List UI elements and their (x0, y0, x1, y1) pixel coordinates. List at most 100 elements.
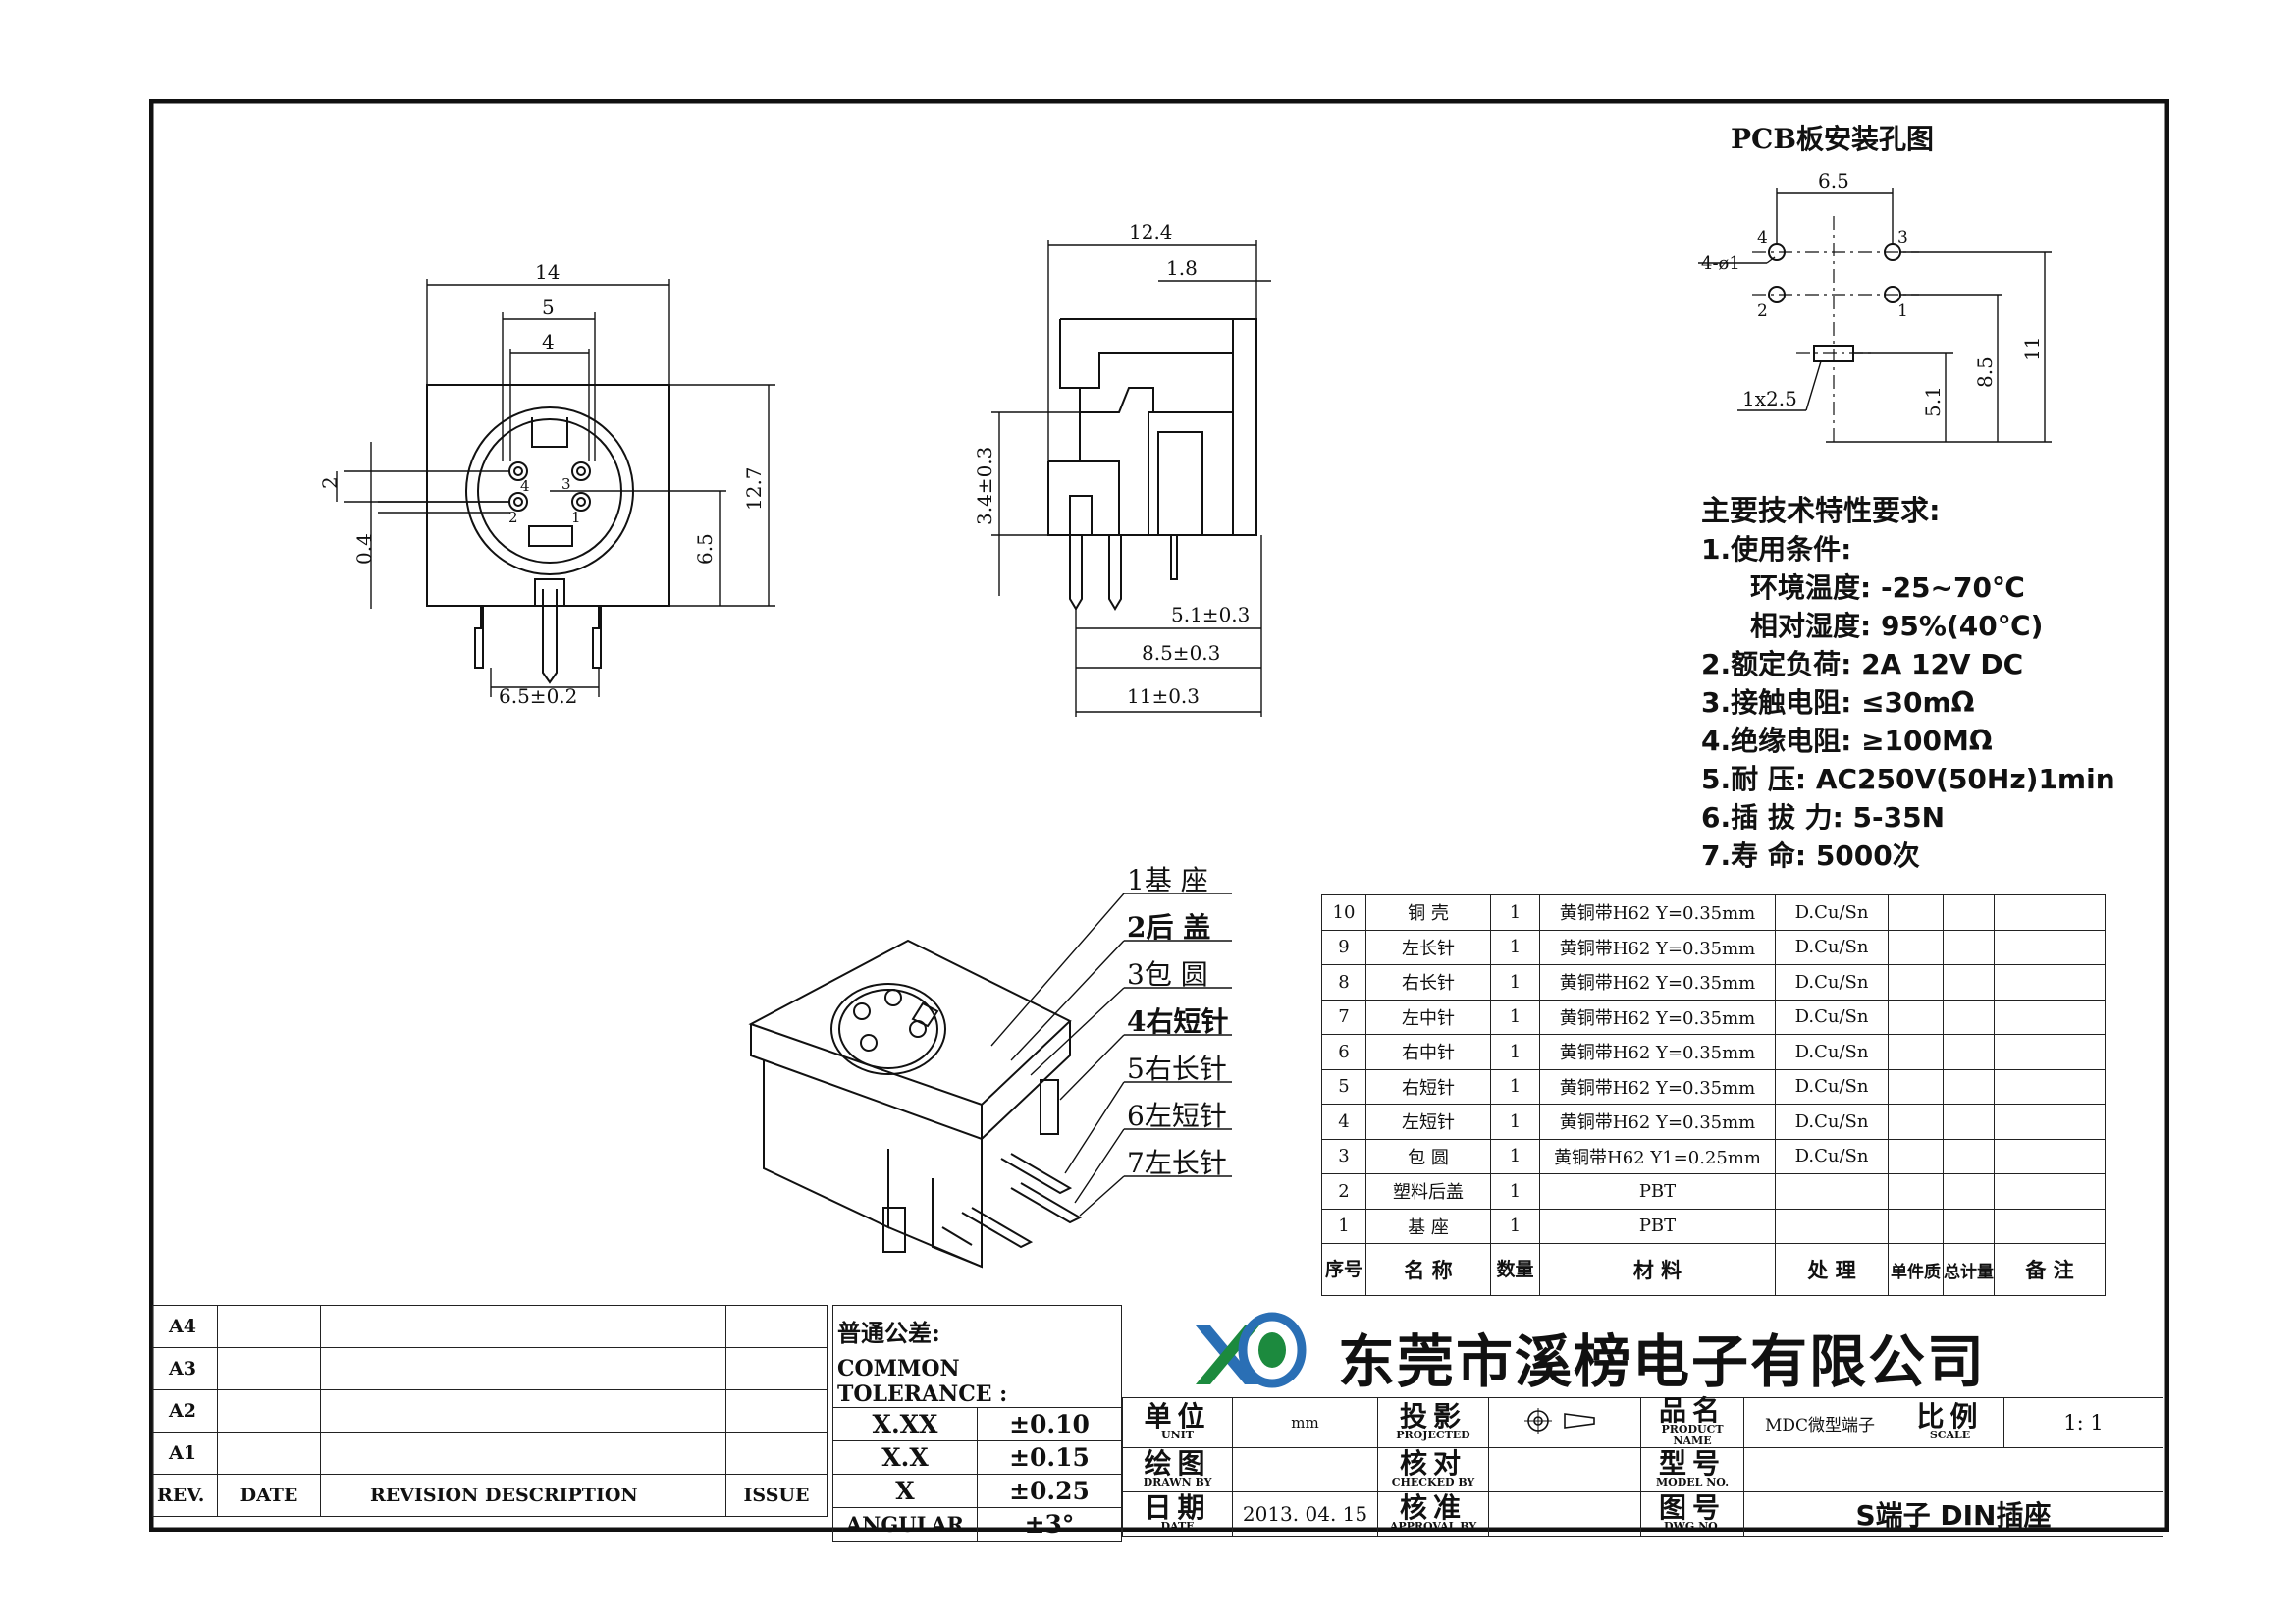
bom-total-weight (1943, 999, 1995, 1035)
bom-finish: D.Cu/Sn (1775, 964, 1889, 1001)
bom-remark (1994, 1208, 2106, 1244)
bom-unit-weight (1888, 999, 1944, 1035)
bom-unit-weight (1888, 1173, 1944, 1210)
dim-text: 14 (535, 260, 560, 284)
part-label: 1基 座 (1127, 864, 1208, 896)
date-header: DATE (217, 1474, 321, 1517)
dim-text: 11±0.3 (1127, 684, 1200, 708)
bom-header-remark: 备 注 (1994, 1243, 2106, 1296)
pcb-title: PCB板安装孔图 (1731, 123, 1935, 155)
bom-qty: 1 (1490, 1173, 1540, 1210)
dim-text: 6.5 (693, 533, 717, 565)
tolerance-value: ±0.25 (977, 1474, 1122, 1508)
product-name-label-en: PRODUCT NAME (1661, 1423, 1724, 1447)
front-view (336, 279, 775, 697)
pin-label: 2 (1757, 301, 1768, 321)
bom-header-qty: 数量 (1490, 1243, 1540, 1296)
part-label: 3包 圆 (1127, 958, 1208, 991)
bom-material: 黄铜带H62 Y=0.35mm (1539, 999, 1776, 1035)
bom-material: PBT (1539, 1208, 1776, 1244)
bom-material: 黄铜带H62 Y1=0.25mm (1539, 1138, 1776, 1174)
bom-header-no: 序号 (1321, 1243, 1366, 1296)
drawn-label-en: DRAWN BY (1143, 1476, 1212, 1488)
tolerance-label: ANGULAR (832, 1507, 978, 1542)
bom-unit-weight (1888, 1068, 1944, 1105)
bom-no: 10 (1321, 894, 1366, 931)
bom-total-weight (1943, 1068, 1995, 1105)
bom-total-weight (1943, 1034, 1995, 1070)
part-label: 6左短针 (1127, 1100, 1227, 1132)
spec-line: 7.寿 命: 5000次 (1701, 839, 1920, 872)
dim-text: 1x2.5 (1742, 387, 1797, 410)
product-name-label: 品名 (1658, 1394, 1726, 1427)
company-name: 东莞市溪榜电子有限公司 (1338, 1328, 1987, 1395)
bom-remark (1994, 894, 2106, 931)
dim-text: 12.7 (742, 466, 766, 511)
bom-qty: 1 (1490, 1068, 1540, 1105)
bom-total-weight (1943, 964, 1995, 1001)
approval-label: 核准 (1399, 1491, 1467, 1524)
bom-material: PBT (1539, 1173, 1776, 1210)
bom-qty: 1 (1490, 999, 1540, 1035)
bom-finish: D.Cu/Sn (1775, 1034, 1889, 1070)
pin-label: 4 (520, 477, 530, 495)
bom-qty: 1 (1490, 1208, 1540, 1244)
scale-value: 1: 1 (2003, 1397, 2163, 1448)
bom-name: 右长针 (1365, 964, 1491, 1001)
part-label: 5右长针 (1127, 1053, 1227, 1085)
dim-text: 12.4 (1129, 220, 1173, 243)
tolerance-label: X (832, 1474, 978, 1508)
bom-finish (1775, 1173, 1889, 1210)
spec-line: 4.绝缘电阻: ≥100MΩ (1701, 725, 1993, 757)
date-label-en: DATE (1160, 1520, 1195, 1533)
bom-finish: D.Cu/Sn (1775, 1138, 1889, 1174)
bom-total-weight (1943, 1208, 1995, 1244)
bom-header-row: 序号 名 称 数量 材 料 处 理 单件质 总计量 备 注 (1321, 1243, 2106, 1296)
pcb-hole-view (1698, 188, 2052, 443)
specs-title: 主要技术特性要求: (1701, 494, 1941, 527)
bom-name: 塑料后盖 (1365, 1173, 1491, 1210)
tolerance-label: X.X (832, 1440, 978, 1475)
bom-total-weight (1943, 1104, 1995, 1140)
bom-qty: 1 (1490, 1138, 1540, 1174)
part-label: 2后 盖 (1127, 911, 1211, 944)
rev-row-label: A1 (152, 1432, 218, 1475)
company-logo (1196, 1312, 1307, 1388)
bom-remark (1994, 1068, 2106, 1105)
spec-line: 环境温度: -25~70℃ (1750, 571, 2025, 604)
bom-material: 黄铜带H62 Y=0.35mm (1539, 929, 1776, 965)
bom-remark (1994, 964, 2106, 1001)
rev-row-label: A3 (152, 1347, 218, 1390)
side-view (991, 240, 1271, 717)
product-name-value: MDC微型端子 (1743, 1397, 1896, 1448)
bom-total-weight (1943, 1173, 1995, 1210)
dim-text: 8.5 (1973, 356, 1997, 388)
unit-label: 单位 (1144, 1400, 1211, 1433)
pin-label: 3 (1897, 228, 1908, 247)
dim-text: 5.1 (1921, 386, 1945, 417)
pin-label: 2 (508, 509, 518, 526)
bom-remark (1994, 929, 2106, 965)
bom-no: 9 (1321, 929, 1366, 965)
bom-material: 黄铜带H62 Y=0.35mm (1539, 1034, 1776, 1070)
projection-symbol (1488, 1397, 1641, 1448)
dim-text: 8.5±0.3 (1142, 641, 1220, 665)
spec-line: 5.耐 压: AC250V(50Hz)1min (1701, 763, 2115, 795)
model-label-en: MODEL NO. (1655, 1476, 1730, 1488)
date-label: 日期 (1144, 1491, 1211, 1524)
bom-qty: 1 (1490, 964, 1540, 1001)
spec-line: 2.额定负荷: 2A 12V DC (1701, 648, 2024, 680)
bom-finish: D.Cu/Sn (1775, 894, 1889, 931)
bom-no: 5 (1321, 1068, 1366, 1105)
bom-finish: D.Cu/Sn (1775, 1068, 1889, 1105)
checked-label: 核对 (1399, 1447, 1467, 1480)
bom-total-weight (1943, 894, 1995, 931)
